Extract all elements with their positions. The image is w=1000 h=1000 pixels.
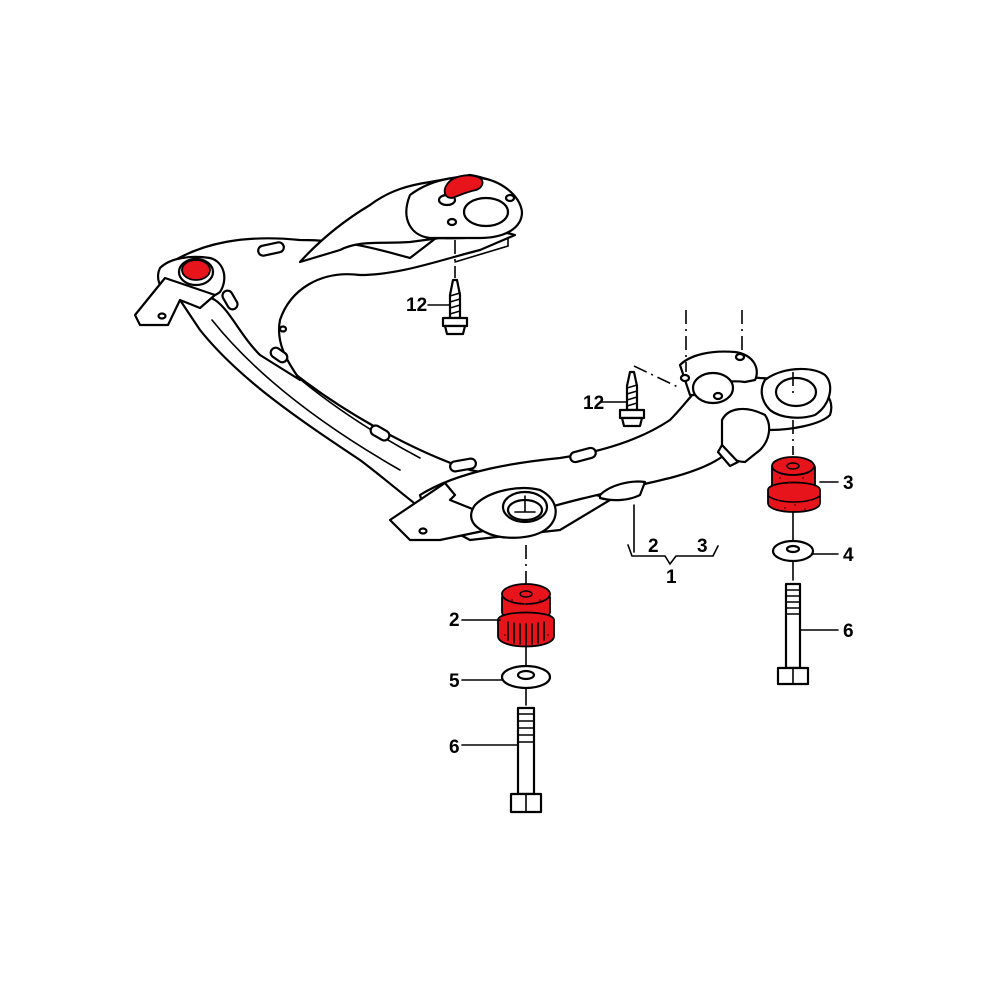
highlight-bushing-seat-rear-right <box>443 174 484 199</box>
bolt-6-right <box>776 582 839 686</box>
group-bracket-1 <box>627 544 719 566</box>
bushing-3 <box>767 456 839 513</box>
callout-2-bushing: 2 <box>449 610 460 631</box>
mount-hole-rear-right <box>462 196 510 228</box>
callout-6-left-bolt: 6 <box>449 737 460 758</box>
subframe-front-arch <box>158 230 517 382</box>
bolt-6-left <box>461 706 543 814</box>
bolt-12-rear <box>427 278 469 336</box>
callout-4-washer: 4 <box>843 545 854 566</box>
highlight-bushing-seat-front-left <box>181 259 211 281</box>
bracket-front-left <box>133 276 217 327</box>
washer-5 <box>461 664 552 690</box>
callout-3-group: 3 <box>697 536 708 557</box>
callout-5-washer: 5 <box>449 671 460 692</box>
callout-12-rear-bolt: 12 <box>406 295 428 316</box>
assembly-centerlines <box>454 237 794 706</box>
callout-2-group: 2 <box>648 536 659 557</box>
callout-12-right-bolt: 12 <box>583 393 605 414</box>
washer-4 <box>771 539 839 563</box>
bolt-12-right <box>599 370 646 428</box>
bushing-2 <box>461 583 555 648</box>
callout-3-bushing: 3 <box>843 473 854 494</box>
subframe <box>133 173 833 542</box>
callout-1-subframe: 1 <box>666 567 677 588</box>
callout-6-right-bolt: 6 <box>843 621 854 642</box>
